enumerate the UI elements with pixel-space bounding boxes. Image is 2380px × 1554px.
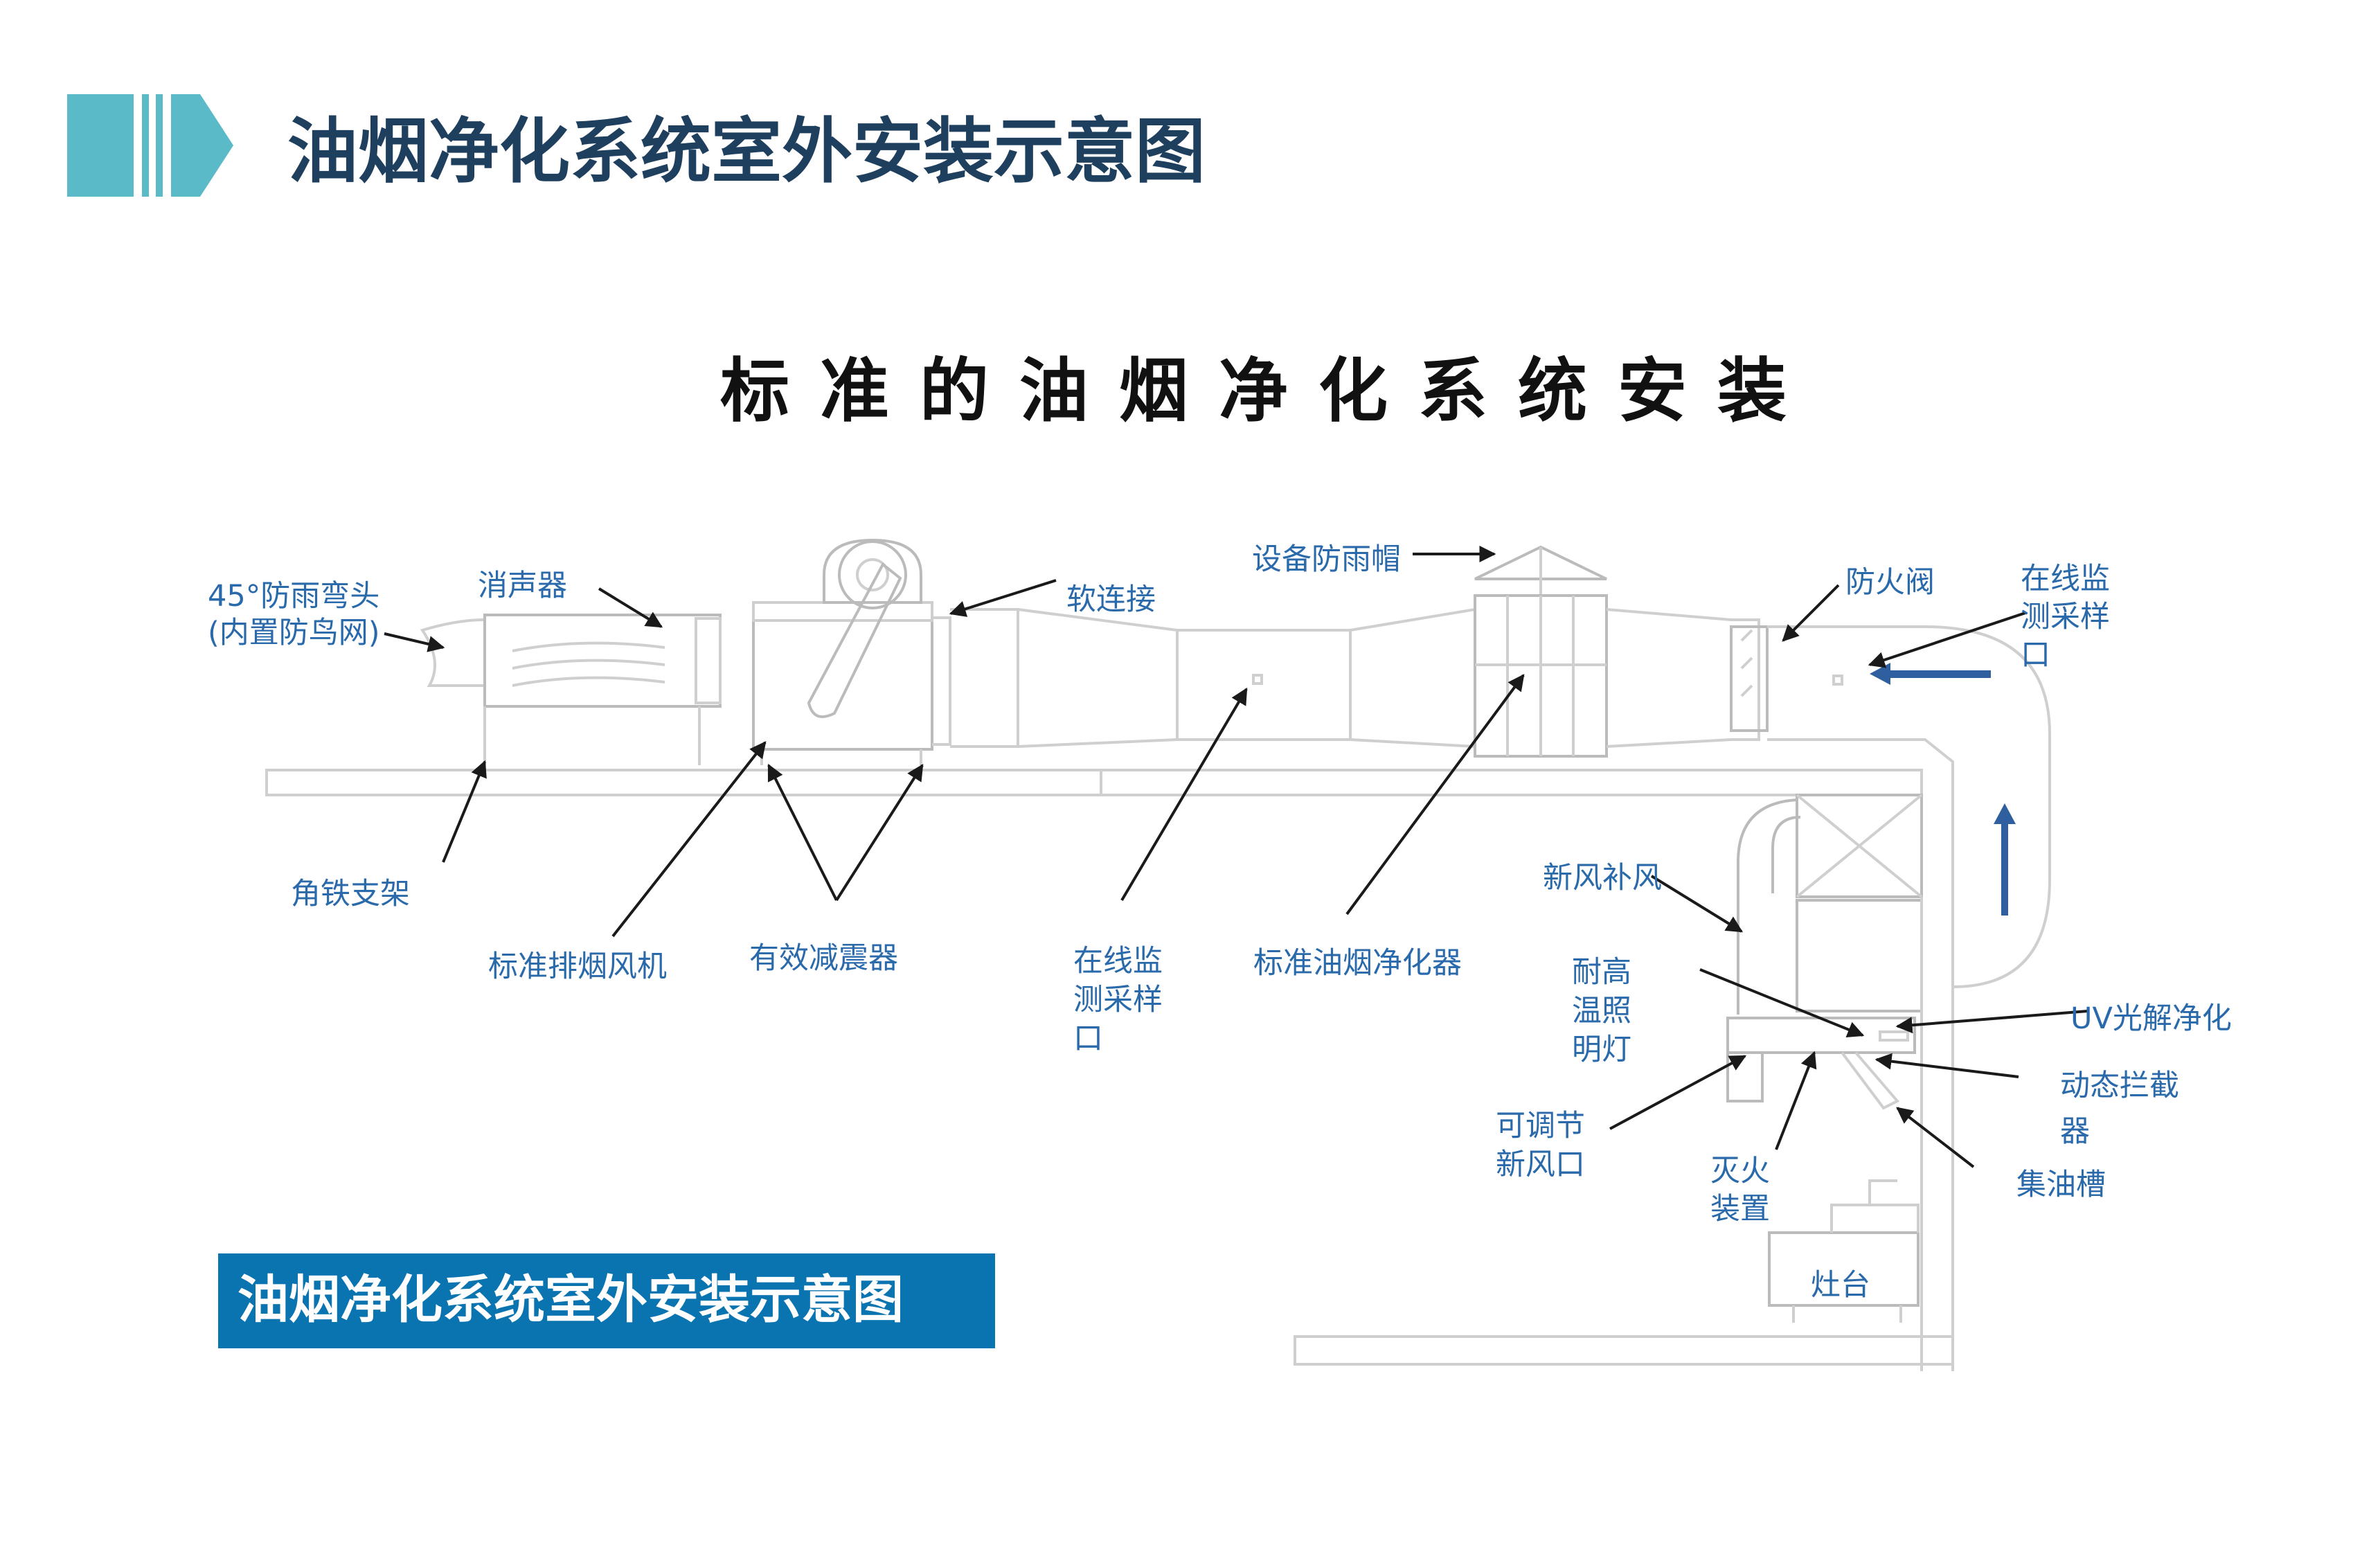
exhaust-fan bbox=[752, 538, 933, 765]
label-purifier: 标准油烟净化器 bbox=[1253, 946, 1462, 981]
label-fresh-air: 新风补风 bbox=[1543, 861, 1662, 895]
label-sampling-mid-line3: 口 bbox=[1073, 1021, 1103, 1056]
label-oil-tank: 集油槽 bbox=[2016, 1168, 2106, 1202]
purifier-unit bbox=[1474, 545, 1608, 758]
label-exhaust-fan: 标准排烟风机 bbox=[488, 949, 667, 984]
label-lamp-line2: 温照 bbox=[1572, 994, 1631, 1028]
label-interceptor-line2: 器 bbox=[2060, 1114, 2090, 1149]
label-uv: UV光解净化 bbox=[2070, 1001, 2232, 1036]
flow-arrow-left-icon bbox=[1870, 663, 1991, 685]
page-header: 油烟净化系统室外安装示意图 bbox=[0, 0, 2380, 208]
floor-line bbox=[1294, 1335, 1954, 1366]
label-adjustable-inlet-line1: 可调节 bbox=[1496, 1109, 1585, 1143]
label-sampling-right-line2: 测采样 bbox=[2021, 600, 2110, 634]
label-soft-connection: 软连接 bbox=[1066, 582, 1156, 617]
header-bar-icon bbox=[67, 94, 233, 197]
diagram-labels: 45°防雨弯头 (内置防鸟网) 消声器 软连接 设备防雨帽 防火阀 在线监 测采… bbox=[208, 542, 2232, 1303]
label-damper: 有效减震器 bbox=[749, 941, 898, 976]
callout-arrows bbox=[384, 546, 2088, 1168]
label-sampling-right-line3: 口 bbox=[2021, 638, 2050, 672]
main-duct bbox=[932, 607, 1476, 749]
duct-to-hood bbox=[1606, 608, 2051, 989]
label-fire-suppression-line2: 装置 bbox=[1710, 1192, 1770, 1226]
stove bbox=[1768, 1179, 1920, 1323]
caption-text: 油烟净化系统室外安装示意图 bbox=[238, 1270, 904, 1330]
label-elbow-line1: 45°防雨弯头 bbox=[208, 579, 379, 614]
label-adjustable-inlet-line2: 新风口 bbox=[1496, 1147, 1585, 1182]
roof-slab bbox=[265, 769, 1923, 796]
label-fire-suppression-line1: 灭火 bbox=[1710, 1154, 1770, 1188]
label-sampling-mid-line1: 在线监 bbox=[1073, 944, 1163, 979]
label-angle-iron-bracket: 角铁支架 bbox=[291, 877, 410, 911]
label-sampling-right-line1: 在线监 bbox=[2021, 562, 2110, 596]
flow-arrow-up-icon bbox=[1994, 803, 2016, 916]
label-silencer: 消声器 bbox=[478, 569, 567, 603]
label-elbow-line2: (内置防鸟网) bbox=[208, 616, 380, 650]
label-lamp-line1: 耐高 bbox=[1572, 955, 1631, 990]
label-sampling-mid-line2: 测采样 bbox=[1073, 983, 1163, 1017]
label-rain-cap: 设备防雨帽 bbox=[1252, 542, 1401, 577]
kitchen-hood bbox=[1726, 794, 1954, 1371]
label-stove: 灶台 bbox=[1811, 1268, 1870, 1303]
label-lamp-line3: 明灯 bbox=[1572, 1033, 1631, 1067]
diagram-title: 标准的油烟净化系统安装 bbox=[720, 350, 1817, 431]
page-title: 油烟净化系统室外安装示意图 bbox=[287, 111, 1206, 193]
label-fire-damper: 防火阀 bbox=[1845, 565, 1935, 600]
caption-banner: 油烟净化系统室外安装示意图 bbox=[218, 1253, 995, 1348]
label-interceptor-line1: 动态拦截 bbox=[2060, 1069, 2179, 1103]
silencer bbox=[483, 614, 722, 765]
rain-elbow bbox=[420, 618, 486, 687]
airflow-arrows bbox=[1870, 663, 2016, 916]
